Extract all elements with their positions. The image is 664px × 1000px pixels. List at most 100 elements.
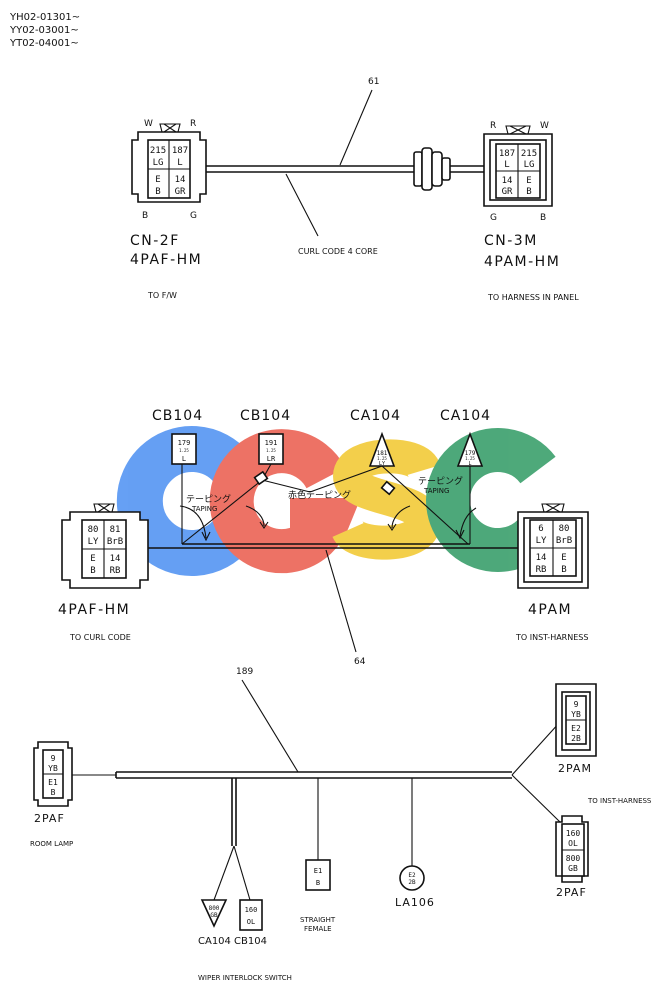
terminal-cb104-160: 160 OL CB104 bbox=[234, 899, 267, 947]
ring-terminal-la106: E2 2B LA106 bbox=[395, 865, 434, 909]
c2paf-type: 2PAF bbox=[556, 886, 587, 899]
t4-size: 1.25 bbox=[465, 456, 475, 461]
callout-64: 64 bbox=[354, 657, 366, 667]
model-number-1: YH02-01301~ bbox=[9, 12, 80, 23]
straight-label-2: FEMALE bbox=[304, 925, 332, 933]
section-harness-64: CB104 CB104 CA104 CA104 179 1.25 L 191 1… bbox=[58, 408, 589, 667]
cn3m-cell-4-num: E bbox=[526, 176, 531, 186]
curl-cord-cable: 61 CURL CODE 4 CORE bbox=[206, 77, 484, 256]
cn2f-dest: TO F/W bbox=[147, 291, 177, 300]
c4pam-cell-2-color: BrB bbox=[556, 536, 572, 546]
cn2f-cell-2-color: L bbox=[177, 158, 182, 168]
model-number-3: YT02-04001~ bbox=[9, 38, 79, 49]
cn3m-cell-3-num: 14 bbox=[502, 176, 513, 186]
c4pafhm-type: 4PAF-HM bbox=[58, 602, 130, 618]
label-ca104-2: CA104 bbox=[440, 408, 491, 424]
section-curl-cord: 215 LG 187 L E B 14 GR W R B G CN-2F 4PA… bbox=[130, 77, 579, 302]
connector-4paf-hm: 80 LY 81 BrB E B 14 RB 4PAF-HM TO CURL C… bbox=[58, 503, 149, 642]
c2paf-cell-2-num: 800 bbox=[566, 854, 581, 863]
room-lamp-label: ROOM LAMP bbox=[30, 840, 73, 848]
c2pam-cell-1-color: YB bbox=[571, 710, 581, 719]
cn3m-cell-1-color: L bbox=[504, 160, 509, 170]
terminal-ca104-800: 800 GB CA104 bbox=[198, 899, 231, 947]
box-term-color: OL bbox=[247, 918, 255, 926]
tri-term-color: GB bbox=[210, 912, 218, 919]
taping-right-jp: テーピング bbox=[418, 475, 463, 487]
section-harness-189: 189 9 YB E1 B 2PAF ROOM LAMP 9 bbox=[30, 667, 652, 982]
c4pam-dest: TO INST-HARNESS bbox=[515, 633, 588, 642]
cn2f-type: 4PAF-HM bbox=[130, 252, 202, 268]
callout-61: 61 bbox=[368, 77, 379, 87]
model-numbers: YH02-01301~ YY02-03001~ YT02-04001~ bbox=[9, 12, 80, 49]
c4pafhm-cell-4-num: 14 bbox=[110, 554, 121, 564]
c2pam-type: 2PAM bbox=[558, 762, 592, 775]
cn2f-cell-4-num: 14 bbox=[175, 175, 186, 185]
straight-num: E1 bbox=[314, 867, 322, 875]
cn2f-cell-3-num: E bbox=[155, 175, 160, 185]
c4pam-type: 4PAM bbox=[528, 602, 572, 618]
room-lamp-cell-2-num: E1 bbox=[48, 778, 58, 787]
c4pam-cell-3-num: 14 bbox=[536, 553, 547, 563]
room-lamp-cell-1-num: 9 bbox=[51, 754, 56, 763]
room-lamp-type: 2PAF bbox=[34, 812, 65, 825]
t2-size: 1.25 bbox=[266, 448, 276, 453]
watermark-c-blue bbox=[116, 426, 250, 576]
t3-num: 181 bbox=[377, 450, 388, 457]
c4pam-cell-3-color: RB bbox=[536, 565, 547, 575]
ring-color: 2B bbox=[408, 879, 416, 886]
label-ca104-1: CA104 bbox=[350, 408, 401, 424]
room-lamp-cell-2-color: B bbox=[51, 788, 56, 797]
c2pam-cell-1-num: 9 bbox=[574, 700, 579, 709]
to-inst-harness: TO INST-HARNESS bbox=[587, 797, 652, 805]
t1-size: 1.25 bbox=[179, 448, 189, 453]
taping-right-en: TAPING bbox=[423, 487, 449, 495]
cn2f-cell-3-color: B bbox=[155, 187, 160, 197]
connector-cn-3m: 187 L 215 LG 14 GR E B R W G B CN-3M 4PA… bbox=[483, 121, 579, 302]
c4pam-cell-4-color: B bbox=[561, 565, 566, 575]
c4pafhm-cell-2-num: 81 bbox=[110, 525, 121, 535]
c4pafhm-cell-1-num: 80 bbox=[88, 525, 99, 535]
terminal-cb104-191: 191 1.25 LR bbox=[258, 433, 284, 465]
cn3m-dest: TO HARNESS IN PANEL bbox=[487, 293, 579, 302]
c2pam-cell-2-num: E2 bbox=[571, 724, 581, 733]
t4-color: L bbox=[468, 461, 471, 467]
t2-num: 191 bbox=[265, 439, 278, 447]
cn2f-cell-1-num: 215 bbox=[150, 146, 166, 156]
red-taping-jp: 赤色テーピング bbox=[288, 489, 351, 501]
t1-color: L bbox=[182, 455, 186, 463]
cn3m-cell-3-color: GR bbox=[502, 187, 513, 197]
straight-female-terminal: E1 B STRAIGHT FEMALE bbox=[300, 859, 336, 933]
connector-room-lamp: 9 YB E1 B 2PAF ROOM LAMP bbox=[30, 741, 73, 848]
cn2f-corner-r: R bbox=[190, 119, 196, 129]
c4pam-cell-2-num: 80 bbox=[559, 524, 570, 534]
box-term-label: CB104 bbox=[234, 936, 267, 947]
cn3m-cell-2-color: LG bbox=[524, 160, 535, 170]
c2pam-cell-2-color: 2B bbox=[571, 734, 581, 743]
c4pam-cell-4-num: E bbox=[561, 553, 566, 563]
c4pam-cell-1-num: 6 bbox=[538, 524, 543, 534]
cn2f-cell-2-num: 187 bbox=[172, 146, 188, 156]
c4pafhm-cell-1-color: LY bbox=[88, 537, 99, 547]
cn3m-name: CN-3M bbox=[484, 233, 538, 249]
cn2f-name: CN-2F bbox=[130, 233, 180, 249]
cn3m-type: 4PAM-HM bbox=[484, 254, 560, 270]
c4pafhm-cell-2-color: BrB bbox=[107, 537, 123, 547]
watermark-g-red bbox=[209, 429, 361, 574]
c2paf-cell-2-color: GB bbox=[568, 864, 578, 873]
taping-left-en: TAPING bbox=[191, 505, 217, 513]
c4pafhm-dest: TO CURL CODE bbox=[69, 633, 131, 642]
callout-189: 189 bbox=[236, 667, 253, 677]
cn3m-cell-1-num: 187 bbox=[499, 149, 515, 159]
room-lamp-cell-1-color: YB bbox=[48, 764, 58, 773]
cn2f-corner-b: B bbox=[142, 211, 148, 221]
c2paf-cell-1-color: OL bbox=[568, 839, 578, 848]
t3-size: 1.25 bbox=[377, 456, 387, 461]
ring-num: E2 bbox=[408, 872, 416, 879]
connector-2pam: 9 YB E2 2B 2PAM bbox=[555, 683, 597, 775]
wiper-interlock-label: WIPER INTERLOCK SWITCH bbox=[198, 974, 292, 982]
harness-64-wires: テーピング TAPING 赤色テーピング テーピング TAPING 64 bbox=[148, 463, 518, 667]
cn3m-corner-r: R bbox=[490, 121, 496, 131]
terminal-cb104-179: 179 1.25 L bbox=[171, 433, 197, 465]
straight-color: B bbox=[316, 879, 320, 887]
